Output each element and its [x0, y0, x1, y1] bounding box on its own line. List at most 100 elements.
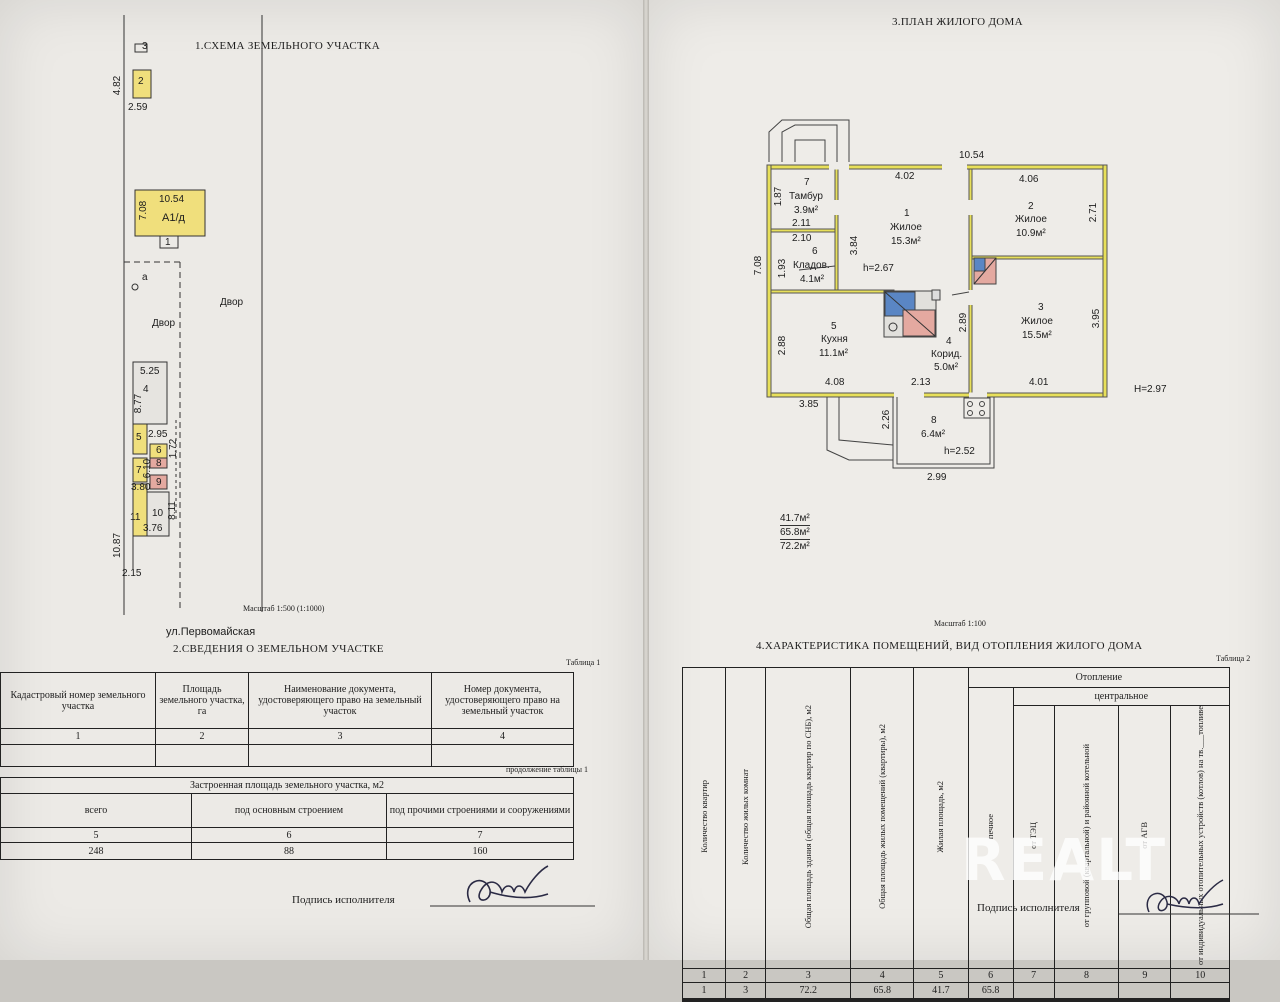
- plan-dim-b385: 3.85: [799, 399, 819, 410]
- row-value: 65.8: [850, 982, 915, 1000]
- table1-header-doc-name: Наименование документа, удостоверяющего …: [248, 672, 432, 729]
- site-plan-title: 1.СХЕМА ЗЕМЕЛЬНОГО УЧАСТКА: [195, 40, 380, 52]
- row-value: 3: [724, 982, 767, 1000]
- site-label-b7-w: 3.80: [131, 482, 151, 493]
- room-7-name: Тамбур: [789, 191, 823, 202]
- site-label-b7: 7: [136, 465, 142, 476]
- main-ceiling-height: h=2.67: [863, 263, 894, 274]
- site-label-b6: 6: [156, 445, 162, 456]
- site-label-b8: 8: [156, 458, 162, 469]
- site-label-b7-len: 6.10: [142, 458, 154, 479]
- site-label-b4-len: 8.77: [133, 393, 145, 414]
- row-value: 1: [682, 982, 726, 1000]
- house-floor-plan: [766, 119, 1108, 469]
- site-label-marker: а: [142, 272, 148, 283]
- site-label-yard-2: Двор: [152, 318, 176, 329]
- room-4-height: 2.89: [958, 312, 970, 333]
- land-table: Кадастровый номер земельного участка Пло…: [0, 672, 574, 767]
- plan-dim-r1-w: 4.02: [895, 171, 915, 182]
- land-info-title: 2.СВЕДЕНИЯ О ЗЕМЕЛЬНОМ УЧАСТКЕ: [173, 643, 384, 655]
- plan-dim-overall-h: 7.08: [753, 255, 765, 276]
- room-2-height: 2.71: [1088, 202, 1100, 223]
- plan-dim-b401: 4.01: [1029, 377, 1049, 388]
- col-num: 7: [1012, 968, 1055, 984]
- room-7-area: 3.9м²: [794, 205, 819, 216]
- room-6-number: 6: [812, 246, 818, 257]
- plan-dim-overall-w: 10.54: [959, 150, 985, 161]
- site-label-b5-w: 2.95: [148, 429, 168, 440]
- col-num: 6: [967, 968, 1014, 984]
- site-label-b11: 11: [130, 512, 141, 523]
- plan-dim-r2-w: 4.06: [1019, 174, 1039, 185]
- col-num: 10: [1170, 968, 1230, 984]
- site-label-house-len: 10.54: [159, 194, 185, 205]
- built-area-table: Застроенная площадь земельного участка, …: [0, 777, 574, 860]
- page-fold: [643, 0, 649, 960]
- site-label-b4: 4: [143, 384, 149, 395]
- plan-dim-b213: 2.13: [911, 377, 931, 388]
- site-label-yard-1: Двор: [220, 297, 244, 308]
- table1-caption: Таблица 1: [566, 658, 601, 667]
- site-label-side-811: 8.11: [166, 501, 178, 520]
- row-value: [1053, 982, 1120, 1000]
- right-page: 3.ПЛАН ЖИЛОГО ДОМА: [649, 0, 1280, 1002]
- room-2-area: 10.9м²: [1016, 228, 1046, 239]
- built-col-other: под прочими строениями и сооружениями: [386, 793, 574, 828]
- site-label-b9: 9: [156, 477, 162, 488]
- room-3-height: 3.95: [1091, 308, 1103, 329]
- room-7-height: 1.87: [773, 186, 785, 207]
- room-1-name: Жилое: [890, 222, 922, 233]
- col-num: 1: [682, 968, 726, 984]
- area-living: 41.7м²: [780, 513, 810, 526]
- built-num: 6: [191, 827, 387, 843]
- site-label-bottom-w: 2.15: [122, 568, 142, 579]
- room-1-number: 1: [904, 208, 910, 219]
- table1-num: 2: [155, 728, 249, 745]
- heating-header: Отопление: [967, 667, 1231, 688]
- area-summary: 41.7м² 65.8м² 72.2м²: [780, 512, 810, 553]
- central-header: центральное: [1012, 687, 1231, 706]
- room-6-area: 4.1м²: [800, 274, 825, 285]
- room-4-number: 4: [946, 336, 952, 347]
- room-8-ceiling: h=2.52: [944, 446, 975, 457]
- street-name: ул.Первомайская: [166, 626, 256, 638]
- table1-header-area: Площадь земельного участка, га: [155, 672, 249, 729]
- site-label-porch: 1: [165, 237, 171, 248]
- room-6-width: 2.10: [792, 233, 812, 244]
- site-plan-drawing: [123, 15, 263, 615]
- room-8-area: 6.4м²: [921, 429, 946, 440]
- characteristics-title: 4.ХАРАКТЕРИСТИКА ПОМЕЩЕНИЙ, ВИД ОТОПЛЕНИ…: [756, 640, 1143, 652]
- built-num: 5: [0, 827, 192, 843]
- row-value: [1170, 982, 1230, 1000]
- col-num: 3: [765, 968, 852, 984]
- area-rooms: 65.8м²: [780, 527, 810, 540]
- table1-header-doc-number: Номер документа, удостоверяющего право н…: [431, 672, 574, 729]
- site-label-b2-w: 2.59: [128, 102, 148, 113]
- table2-caption: Таблица 2: [1216, 654, 1251, 663]
- built-value-main: 88: [191, 842, 387, 860]
- room-4-area: 5.0м²: [934, 362, 959, 373]
- left-signature-scribble: [430, 865, 595, 907]
- table1-header-cadastral: Кадастровый номер земельного участка: [0, 672, 156, 729]
- col-num: 8: [1053, 968, 1120, 984]
- total-height: H=2.97: [1134, 384, 1167, 395]
- right-signature-label: Подпись исполнителя: [977, 902, 1080, 914]
- site-label-house-w: 7.08: [138, 200, 150, 221]
- room-7-number: 7: [804, 177, 810, 188]
- room-5-name: Кухня: [821, 334, 848, 345]
- site-plan-scale: Масштаб 1:500 (1:1000): [243, 604, 325, 613]
- col-individual: от индивидуальных отопительных устройств…: [1194, 706, 1205, 966]
- site-label-b2-len: 4.82: [112, 75, 124, 96]
- realt-watermark: REALT: [961, 826, 1168, 894]
- plan-dim-b408: 4.08: [825, 377, 845, 388]
- built-area-header: Застроенная площадь земельного участка, …: [0, 777, 574, 794]
- col-num: 5: [913, 968, 969, 984]
- row-value: [1118, 982, 1172, 1000]
- table1-num: 3: [248, 728, 432, 745]
- room-4-name: Корид.: [931, 349, 963, 360]
- site-label-side-172: 1.72: [168, 438, 180, 459]
- col-living-area: Жилая площадь, м2: [935, 780, 946, 853]
- room-5-number: 5: [831, 321, 837, 332]
- room-3-number: 3: [1038, 302, 1044, 313]
- room-5-area: 11.1м²: [819, 348, 848, 359]
